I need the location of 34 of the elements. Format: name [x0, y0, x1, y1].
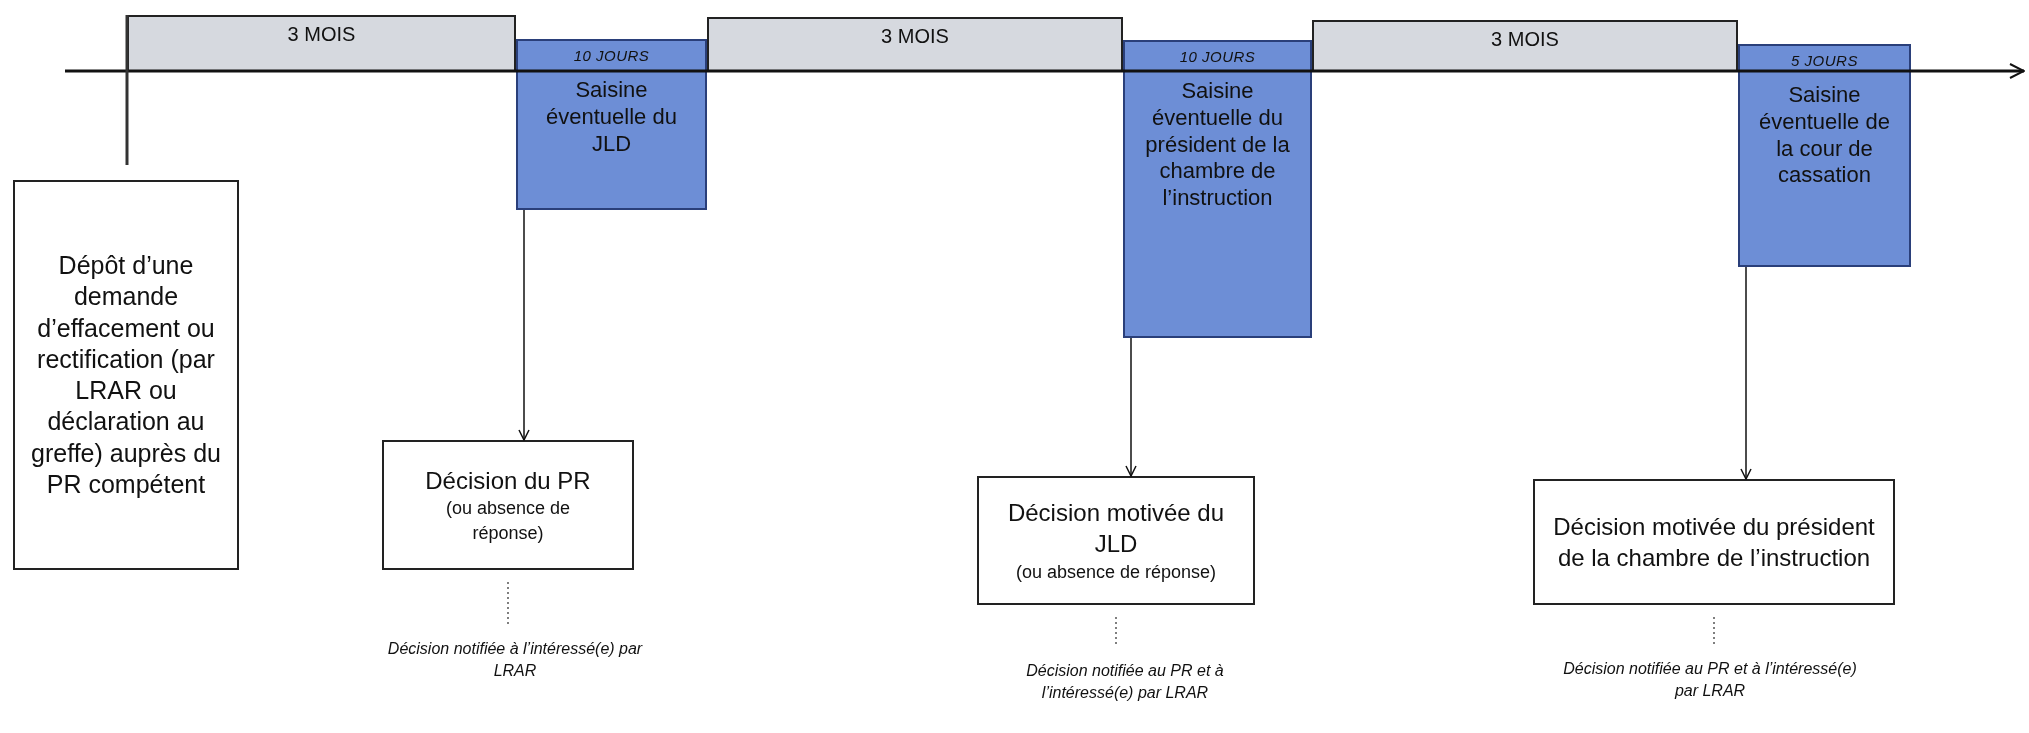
arrow	[1740, 266, 1752, 480]
arrow	[518, 209, 530, 441]
delay-label: 10 JOURS	[1179, 47, 1256, 67]
arrow	[1125, 337, 1137, 477]
request-box	[13, 180, 239, 570]
box-text: Dépôt d’une demande d’effacement ou rectification (par LRAR ou déclaration au greffe) auprès du PR compétent	[30, 250, 222, 500]
delay-label: 5 JOURS	[1791, 51, 1858, 71]
note-text: Décision notifiée au PR et à l’intéressé(e) par LRAR	[1025, 661, 1225, 703]
delay-box	[1738, 44, 1911, 267]
box-text: Décision motivée du président de la chambre de l’instruction	[1552, 511, 1876, 573]
decision-box	[382, 440, 634, 570]
delay-text: Saisine éventuelle du JLD	[545, 76, 678, 158]
delay-text: Saisine éventuelle de la cour de cassation	[1758, 81, 1891, 190]
dotted-connector	[507, 581, 509, 625]
delay-label: 10 JOURS	[573, 46, 650, 66]
decision-subtext: (ou absence de réponse)	[444, 497, 572, 545]
decision-subtext: (ou absence de réponse)	[1014, 560, 1218, 584]
duration-label: 3 MOIS	[881, 25, 949, 48]
decision-box	[977, 476, 1255, 605]
note-text: Décision notifiée à l’intéressé(e) par LRAR	[386, 639, 644, 681]
note-text: Décision notifiée au PR et à l’intéressé(e) par LRAR	[1562, 659, 1858, 701]
delay-box	[1123, 40, 1312, 338]
period-bar	[1312, 20, 1738, 71]
delay-box	[516, 39, 707, 210]
decision-title: Décision du PR	[425, 466, 591, 497]
dotted-connector	[1713, 616, 1715, 645]
dotted-connector	[1115, 616, 1117, 647]
period-bar	[707, 17, 1123, 71]
decision-box	[1533, 479, 1895, 605]
duration-label: 3 MOIS	[287, 23, 356, 46]
decision-title: Décision motivée du JLD	[1006, 498, 1226, 560]
period-bar	[127, 15, 516, 71]
delay-text: Saisine éventuelle du président de la chambre de l’instruction	[1144, 77, 1291, 213]
duration-label: 3 MOIS	[1491, 28, 1559, 51]
